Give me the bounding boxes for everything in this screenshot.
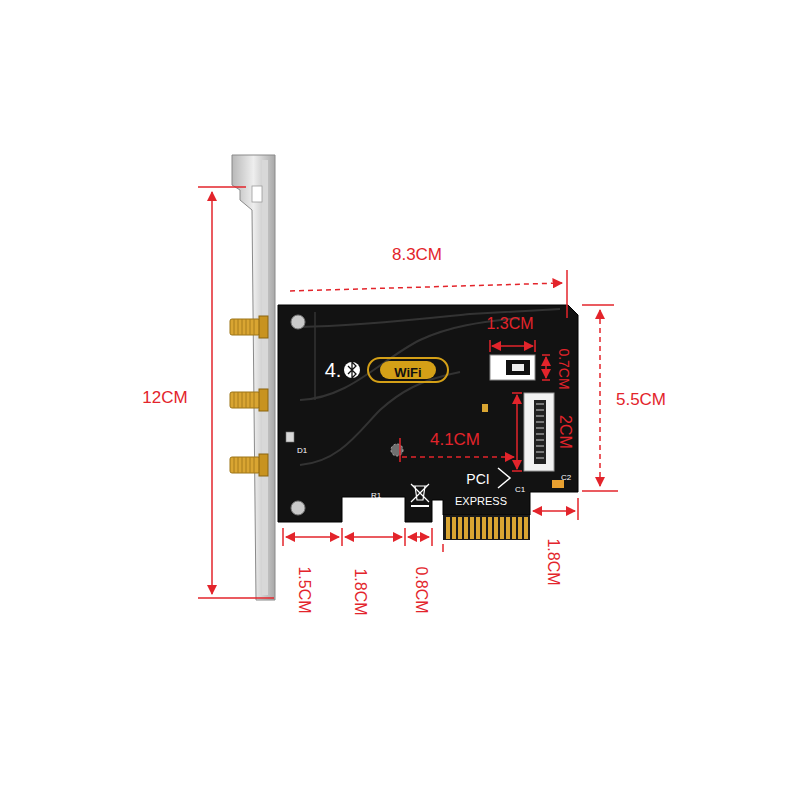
- antenna-connector: [230, 316, 268, 476]
- dimension-label: 0.7CM: [555, 346, 570, 391]
- silkscreen-text: 4.: [323, 359, 344, 381]
- dimension-label: 12CM: [140, 389, 189, 408]
- dimension-label: 0.8CM: [412, 564, 430, 615]
- dimension-label: 1.8CM: [351, 566, 369, 617]
- silkscreen-text: C1: [513, 486, 527, 495]
- dimension-lines: [198, 187, 618, 598]
- silkscreen-text: C2: [559, 474, 573, 483]
- dimension-label: 1.8CM: [544, 536, 562, 587]
- dimension-label: 1.5CM: [295, 564, 313, 615]
- dimension-label: 5.5CM: [614, 391, 668, 410]
- dimension-label: 1.3CM: [484, 315, 535, 333]
- dimension-label: 8.3CM: [390, 246, 444, 265]
- dimension-label: 2CM: [556, 413, 574, 451]
- silkscreen-text: R1: [369, 492, 383, 501]
- silkscreen-text: EXPRESS: [453, 495, 509, 507]
- silkscreen-text: WiFi: [392, 366, 423, 380]
- silkscreen-text: PCI: [464, 472, 491, 487]
- dimension-label: 4.1CM: [428, 431, 482, 450]
- silkscreen-text: D1: [295, 447, 309, 456]
- metal-bracket: [232, 155, 275, 600]
- pcb-board: [278, 305, 578, 540]
